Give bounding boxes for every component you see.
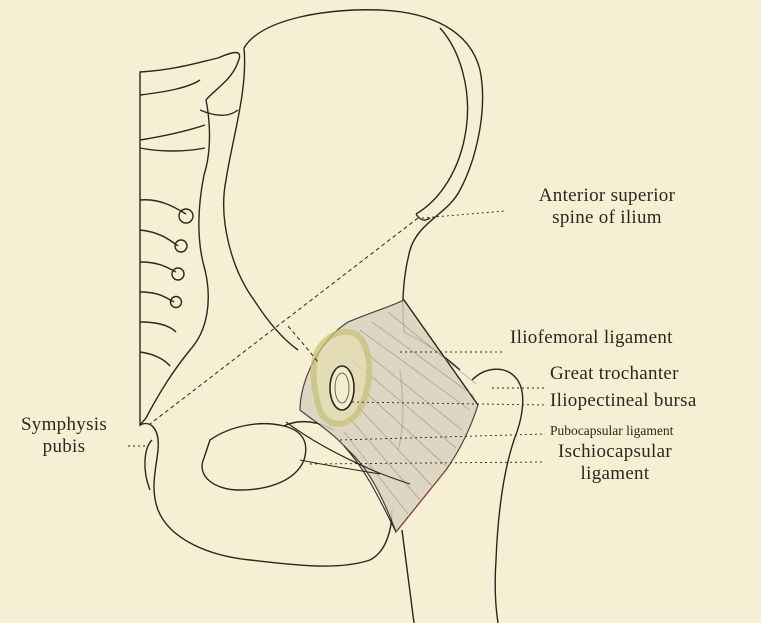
label-great-trochanter: Great trochanter [550, 363, 679, 385]
label-symphysis-pubis: Symphysis pubis [4, 414, 124, 458]
label-anterior-superior-spine-line2: spine of ilium [512, 207, 702, 229]
label-anterior-superior-spine: Anterior superior spine of ilium [512, 185, 702, 229]
iliopectineal-bursa [314, 332, 370, 424]
capsule-ligaments [286, 300, 478, 532]
label-ischiocapsular-ligament: Ischiocapsular ligament [545, 441, 685, 485]
label-iliopectineal-bursa: Iliopectineal bursa [550, 390, 697, 412]
label-ischiocapsular-line1: Ischiocapsular [545, 441, 685, 463]
label-ischiocapsular-line2: ligament [545, 463, 685, 485]
vertebral-column [140, 53, 240, 426]
ilium-outline [224, 10, 483, 350]
label-symphysis-pubis-line2: pubis [4, 436, 124, 458]
label-anterior-superior-spine-line1: Anterior superior [512, 185, 702, 207]
label-iliofemoral-ligament: Iliofemoral ligament [510, 327, 673, 349]
label-symphysis-pubis-line1: Symphysis [4, 414, 124, 436]
label-pubocapsular-ligament: Pubocapsular ligament [550, 420, 673, 442]
